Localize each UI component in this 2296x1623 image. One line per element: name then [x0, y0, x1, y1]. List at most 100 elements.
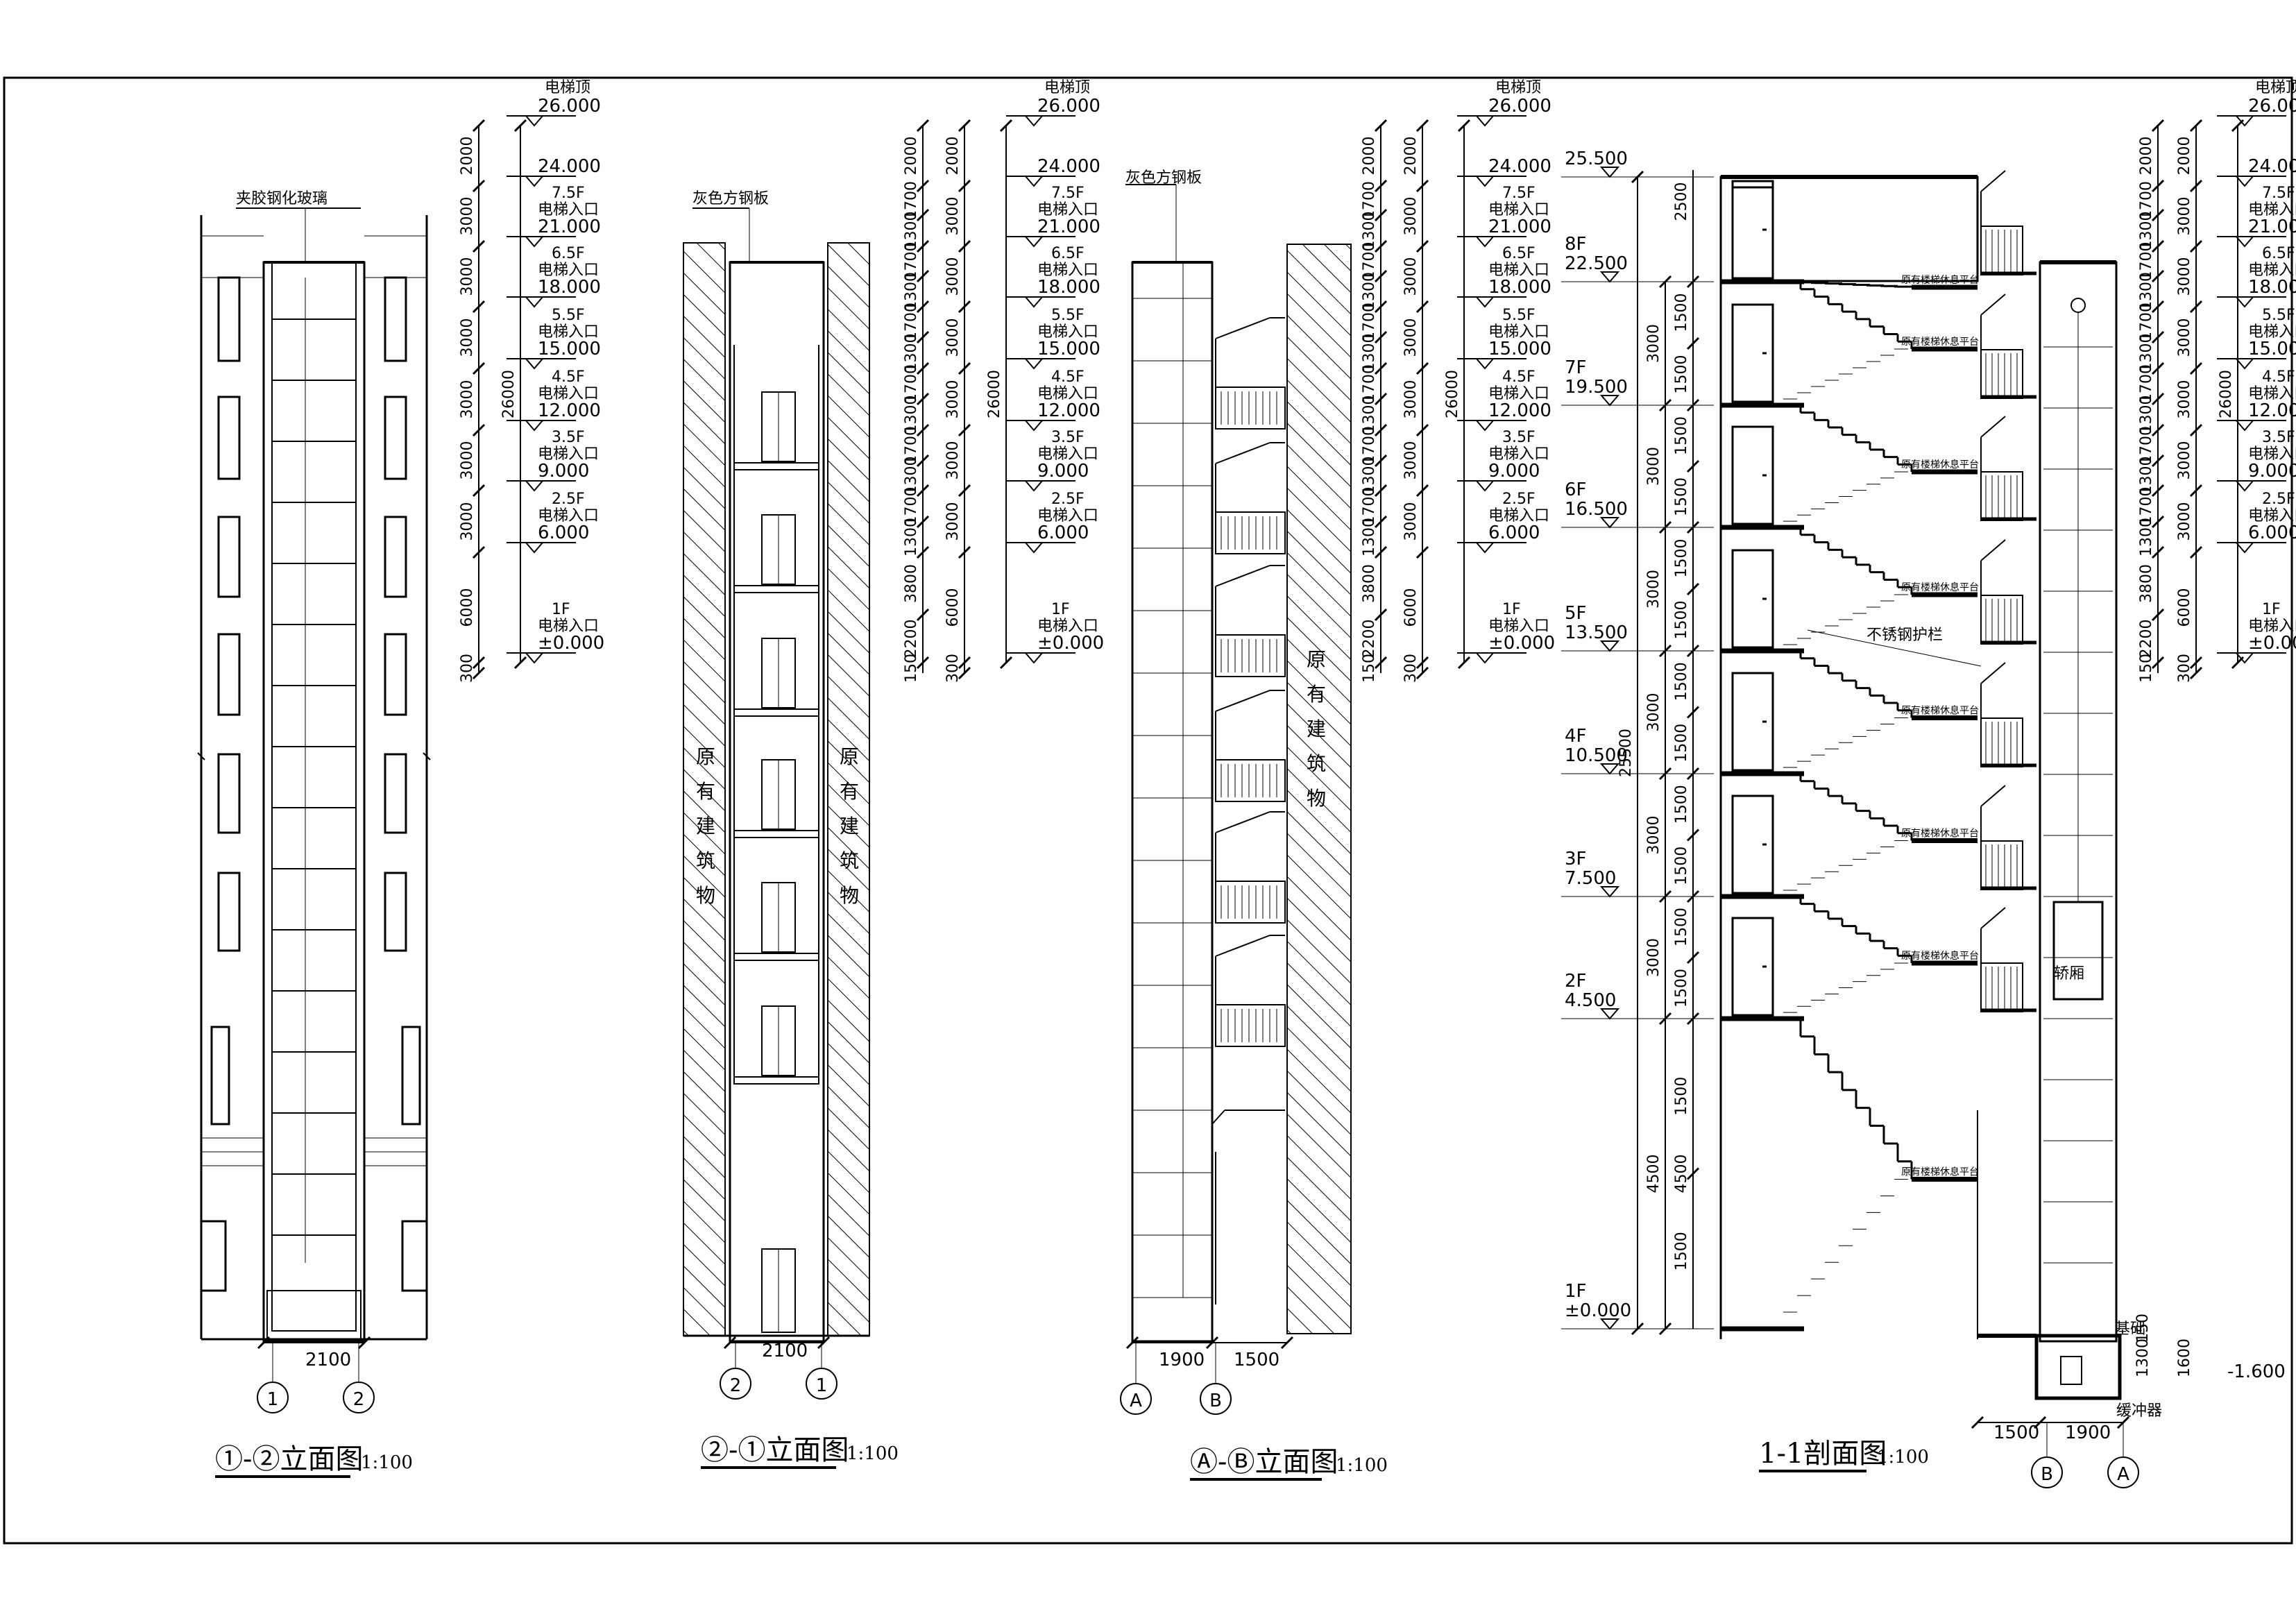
dim-label: 1300: [2138, 518, 2155, 556]
elevation-2-1-scale: 1:100: [847, 1443, 899, 1464]
level-mark: [524, 652, 545, 664]
dim-tick: [916, 362, 930, 375]
dim-tick: [916, 545, 930, 559]
level-name: 电梯入口: [1488, 262, 1549, 279]
level-name: 电梯入口: [538, 201, 599, 219]
landing-slab: [733, 708, 819, 717]
level-floor: 3.5F: [2262, 429, 2295, 446]
level-floor: 4.5F: [1502, 368, 1536, 386]
dim-label: 1500: [1673, 601, 1690, 640]
dim-tick: [2151, 330, 2165, 344]
level-name: 电梯入口: [2248, 323, 2296, 341]
dim-tick: [1686, 951, 1700, 965]
dim-label: 4500: [1645, 1155, 1663, 1193]
dim-label: 1700: [1361, 426, 1378, 465]
window-left: [217, 396, 241, 480]
dim-tick: [958, 423, 971, 437]
level-mark: [2234, 542, 2255, 554]
dim-label: 1700: [903, 303, 920, 341]
level-name: 电梯顶: [2255, 79, 2296, 96]
dim-tick: [916, 423, 930, 437]
dim-tick: [513, 119, 527, 133]
dim-label: 3000: [459, 441, 476, 480]
dim-tick: [2151, 423, 2165, 437]
dim-tick: [1686, 706, 1700, 719]
section-floor: 3F: [1565, 849, 1587, 869]
dim-label: 4500: [1673, 1155, 1690, 1193]
wall-char: 筑: [840, 849, 859, 872]
dim-label: 3000: [459, 318, 476, 357]
dim-label: 3000: [1402, 380, 1420, 419]
level-elevation: 9.000: [1488, 461, 1540, 482]
dim-tick: [1415, 300, 1429, 314]
dim-tick: [1374, 545, 1388, 559]
section-1-1-dimensions-left: 2500300030003000300030003000450015001500…: [1617, 170, 1700, 1336]
corridor-rail: [1980, 840, 2023, 890]
corridor-slope: [1980, 785, 2006, 807]
dim-label: 1300: [903, 518, 920, 556]
landing-slab: [733, 462, 819, 470]
dim-label: 3000: [459, 197, 476, 236]
level-mark: [2234, 420, 2255, 432]
section-elevation: 22.500: [1565, 253, 1628, 274]
axis-bubble-a-section: A: [2107, 1456, 2139, 1488]
dim-label: 3000: [2176, 318, 2193, 357]
level-name: 电梯入口: [538, 323, 599, 341]
dim-label: 1300: [1361, 457, 1378, 495]
corridor-slope: [1980, 416, 2006, 438]
dim-tick: [2189, 656, 2203, 670]
dim-label: 3000: [1402, 257, 1420, 296]
level-name: 电梯入口: [2248, 618, 2296, 635]
dim-label: 3000: [2176, 380, 2193, 419]
apartment-door: [1731, 303, 1774, 403]
dim-tick: [2151, 300, 2165, 314]
section-floor: 1F: [1565, 1281, 1587, 1302]
dim-tick: [958, 239, 971, 253]
section-1-1-floor-levels: 25.50022.5008F19.5007F16.5006F13.5005F10…: [1561, 148, 1714, 1330]
level-name: 电梯入口: [1488, 385, 1549, 402]
svg-text:A: A: [1130, 1391, 1142, 1411]
dim-tick: [916, 239, 930, 253]
dim-tick: [958, 119, 971, 133]
section-1-1-scale: 1:100: [1877, 1447, 1929, 1468]
dim-label: 1300: [903, 212, 920, 250]
dim-tick: [2151, 119, 2165, 133]
svg-text:1: 1: [816, 1375, 828, 1396]
dim-tick: [1686, 829, 1700, 842]
balcony-rail: [1215, 386, 1286, 430]
break-mark: [423, 752, 431, 760]
dim-label: 3000: [944, 197, 962, 236]
dim-tick: [916, 392, 930, 406]
dim-tick: [1205, 1336, 1219, 1350]
level-name: 电梯顶: [1044, 79, 1090, 96]
section-elevation: 16.500: [1565, 499, 1628, 520]
balcony-rail: [1215, 881, 1286, 924]
dim-label: 1700: [2138, 487, 2155, 526]
dim-label: 3000: [1645, 324, 1663, 363]
dim-tick: [1658, 275, 1672, 289]
level-elevation: 12.000: [1488, 400, 1551, 421]
level-elevation: 21.000: [2248, 216, 2296, 237]
svg-text:B: B: [1209, 1391, 1222, 1411]
level-mark: [1023, 652, 1044, 664]
svg-text:2: 2: [353, 1389, 365, 1410]
dim-tick: [1658, 520, 1672, 534]
level-name: 电梯入口: [1037, 385, 1098, 402]
level-elevation: 21.000: [1488, 216, 1551, 237]
dim-label: 1700: [1361, 181, 1378, 220]
section-1-1-lift-levels: 26.000电梯顶24.00021.0007.5F电梯入口18.0006.5F电…: [2217, 79, 2296, 664]
level-floor: 5.5F: [552, 307, 585, 324]
level-mark: [1474, 420, 1495, 432]
roof-structure: [1719, 176, 1979, 282]
dim-label: 2000: [944, 137, 962, 176]
axis-bubble-b: B: [1200, 1383, 1232, 1415]
dim-tick: [2033, 1416, 2047, 1429]
dim-tick: [1374, 392, 1388, 406]
dim-tick: [1658, 767, 1672, 781]
dim-label: 1500: [1673, 355, 1690, 394]
dim-label: 3000: [2176, 441, 2193, 480]
level-mark: [524, 236, 545, 248]
lift-pit: [2034, 1334, 2122, 1400]
landing-note: 原有楼梯休息平台: [1901, 336, 1979, 348]
sheet-border: [3, 76, 2293, 1545]
